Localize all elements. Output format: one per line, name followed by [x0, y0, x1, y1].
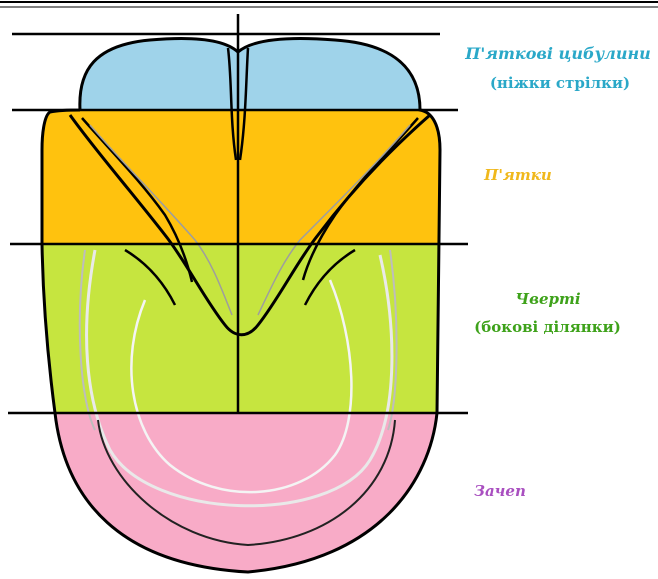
- bulbs-zone: [80, 39, 420, 111]
- toe-label: Зачеп: [445, 482, 555, 500]
- quarters-sublabel: (бокові ділянки): [455, 318, 640, 336]
- heels-label: П'ятки: [458, 166, 578, 184]
- quarters-zone: [42, 244, 440, 413]
- bulbs-label: П'яткові цибулини: [458, 44, 658, 63]
- bulbs-sublabel: (ніжки стрілки): [470, 74, 650, 92]
- quarters-label: Чверті: [488, 290, 608, 308]
- heels-zone: [42, 110, 440, 244]
